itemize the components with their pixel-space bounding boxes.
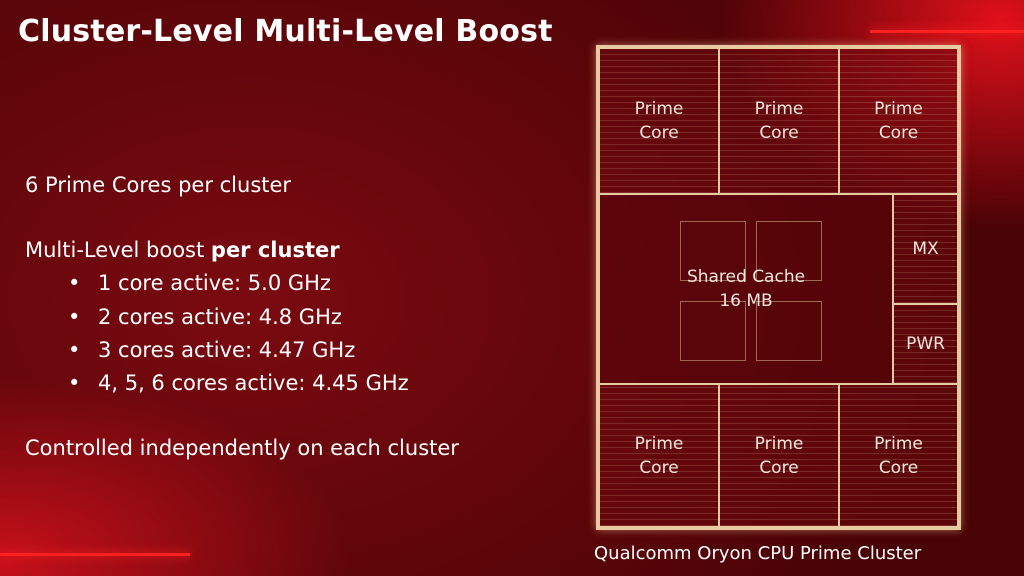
bullet-item: 4, 5, 6 cores active: 4.45 GHz <box>68 371 409 395</box>
footer-text: Controlled independently on each cluster <box>25 436 459 460</box>
shared-cache-block: Shared Cache 16 MB <box>598 193 894 385</box>
bullet-item: 2 cores active: 4.8 GHz <box>68 305 342 329</box>
pwr-block: PWR <box>892 303 959 385</box>
cache-label: Shared Cache <box>686 267 806 287</box>
cache-size: 16 MB <box>719 291 773 311</box>
bullet-item: 1 core active: 5.0 GHz <box>68 271 331 295</box>
intro-text: 6 Prime Cores per cluster <box>25 173 292 197</box>
slide-title: Cluster-Level Multi-Level Boost <box>18 14 553 49</box>
decor-streak <box>870 30 1024 33</box>
bullet-item: 3 cores active: 4.47 GHz <box>68 338 355 362</box>
boost-heading-bold: per cluster <box>210 238 340 262</box>
diagram-caption: Qualcomm Oryon CPU Prime Cluster <box>594 543 922 564</box>
mx-block: MX <box>892 193 959 305</box>
boost-heading: Multi-Level boost per cluster <box>25 238 340 262</box>
boost-heading-prefix: Multi-Level boost <box>25 238 211 262</box>
decor-streak <box>0 553 190 556</box>
